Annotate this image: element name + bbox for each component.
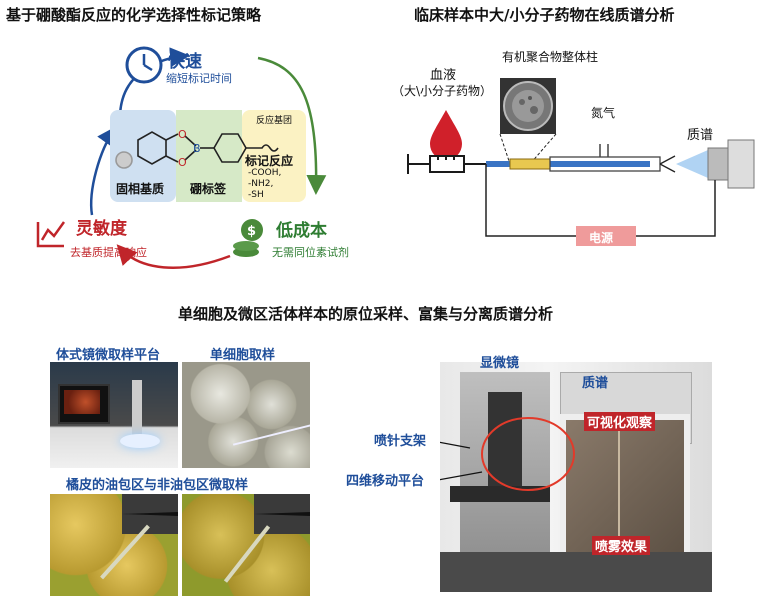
stereo-microscope-photo — [50, 362, 178, 468]
reactive-group-label: 反应基团 — [256, 116, 293, 126]
syringe-icon — [407, 154, 486, 174]
panel-b-title: 临床样本中大/小分子药物在线质谱分析 — [414, 6, 675, 24]
nitrogen-label: 氮气 — [591, 106, 616, 120]
capillary-blue — [486, 161, 522, 167]
blood-label: 血液 — [430, 68, 457, 83]
peel-label: 橘皮的油包区与非油包区微取样 — [66, 478, 249, 493]
peel-oil-photo — [50, 494, 178, 596]
capillary-main — [550, 161, 650, 167]
monolith-column — [509, 158, 551, 170]
substrate-box — [110, 110, 176, 202]
low-cost-sublabel: 无需同位素试剂 — [272, 246, 349, 259]
ms-label-c: 质谱 — [582, 376, 609, 391]
blood-drop-icon — [430, 110, 462, 160]
svg-text:$: $ — [247, 224, 256, 239]
stage-label: 四维移动平台 — [346, 474, 425, 489]
panel-a-diagram: O O B $ — [36, 46, 327, 270]
clock-icon — [125, 46, 163, 84]
label-reaction-label: 标记反应 — [245, 154, 294, 168]
benzodioxaborole-structure — [115, 131, 279, 169]
panel-b-diagram — [407, 78, 755, 246]
lab-setup-photo — [440, 362, 712, 592]
blood-sublabel: （大\小分子药物） — [392, 84, 493, 98]
substrate-label: 固相基质 — [116, 182, 165, 196]
single-cell-label: 单细胞取样 — [210, 348, 276, 363]
reactive-box — [242, 110, 306, 202]
microscope-label: 显微镜 — [480, 356, 520, 371]
fast-label: 快速 — [168, 52, 202, 72]
panel-c-title: 单细胞及微区活体样本的原位采样、富集与分离质谱分析 — [178, 305, 554, 323]
sensitivity-label: 灵敏度 — [76, 219, 127, 239]
group-sh: -SH — [248, 190, 264, 200]
trend-chart-icon — [36, 221, 66, 248]
low-cost-label: 低成本 — [276, 221, 327, 241]
cycle-arrow-green — [257, 56, 327, 195]
single-cell-photo — [182, 362, 310, 468]
boron-box — [176, 110, 242, 202]
column-sem-image — [500, 78, 556, 134]
boron-tag-label: 硼标签 — [190, 182, 227, 196]
column-label: 有机聚合物整体柱 — [502, 50, 599, 64]
visual-label: 可视化观察 — [584, 412, 656, 431]
functional-groups: -COOH, -NH2, -SH — [248, 168, 281, 201]
dollar-coin-icon: $ — [233, 219, 263, 257]
atom-b: B — [193, 142, 201, 155]
spray-arrows — [659, 155, 676, 173]
power-box — [576, 226, 636, 246]
cycle-arrow-red — [116, 244, 231, 270]
group-cooh: -COOH, — [248, 168, 282, 178]
panel-a-title: 基于硼酸酯反应的化学选择性标记策略 — [6, 6, 262, 24]
atom-o1: O — [178, 128, 187, 141]
spray-highlight-ellipse — [440, 417, 575, 491]
peel-non-oil-photo — [182, 494, 310, 596]
atom-o2: O — [178, 156, 187, 169]
group-nh2: -NH2, — [248, 179, 274, 189]
power-label: 电源 — [589, 231, 614, 245]
cycle-arrow-blue-left — [90, 125, 117, 216]
stereo-label: 体式镜微取样平台 — [56, 348, 161, 363]
spray-holder-label: 喷针支架 — [374, 434, 427, 449]
spray-plume — [676, 150, 708, 178]
ms-inlet-icon — [707, 139, 755, 189]
power-circuit — [485, 164, 716, 237]
ms-label-b: 质谱 — [687, 128, 714, 143]
sensitivity-sublabel: 去基质提高响应 — [70, 246, 147, 259]
fast-sublabel: 缩短标记时间 — [166, 72, 232, 85]
spray-effect-label: 喷雾效果 — [592, 536, 651, 555]
